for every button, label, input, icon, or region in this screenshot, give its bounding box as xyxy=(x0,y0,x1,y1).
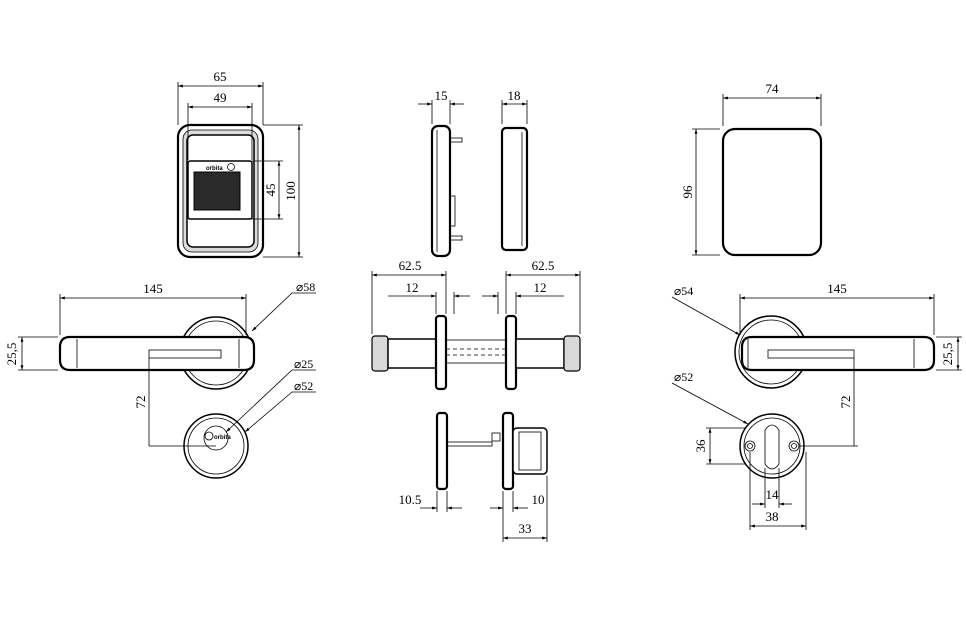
dim-handle-length: 145 xyxy=(143,281,163,296)
reader-side-views: 15 18 xyxy=(418,88,529,258)
reader-front-view: orbita 65 49 45 100 xyxy=(176,69,303,259)
dim-reader-height: 100 xyxy=(283,181,298,201)
handle-right-view: 145 25,5 72 ⌀54 ⌀52 36 14 38 xyxy=(671,281,962,530)
dim-window-width: 49 xyxy=(214,90,227,105)
dim-right-handle-height: 25,5 xyxy=(940,343,955,366)
dim-thumb-total: 33 xyxy=(519,521,532,536)
dim-thumb-plate: 10.5 xyxy=(399,492,422,507)
dim-rose-diameter: ⌀58 xyxy=(296,280,315,294)
back-plate-view: 74 96 xyxy=(680,81,823,257)
dim-thumb-knob: 10 xyxy=(532,492,545,507)
dim-side-right-depth: 18 xyxy=(508,88,521,103)
dim-right-handle-drop: 72 xyxy=(838,396,853,409)
dim-side-left-length: 62.5 xyxy=(399,258,422,273)
dim-side-right-neck: 12 xyxy=(534,280,547,295)
thumbturn-side-view: 10.5 10 33 xyxy=(399,411,548,542)
dim-window-height: 45 xyxy=(263,184,278,197)
dim-right-escutcheon-width: 38 xyxy=(766,509,779,524)
dim-keyhole-width: 14 xyxy=(766,487,780,502)
dim-right-rose-diameter: ⌀54 xyxy=(674,284,693,298)
dim-plate-height: 96 xyxy=(680,185,695,199)
dim-keyhole-height: 36 xyxy=(693,439,708,453)
dim-cylinder-diameter: ⌀25 xyxy=(294,357,313,371)
handle-side-view: 62.5 62.5 12 12 xyxy=(371,258,581,391)
dim-right-escutcheon-diameter: ⌀52 xyxy=(674,370,693,384)
dim-handle-drop: 72 xyxy=(133,396,148,409)
dim-escutcheon-diameter: ⌀52 xyxy=(294,379,313,393)
escutcheon-brand-text: orbita xyxy=(214,435,231,441)
dim-side-left-neck: 12 xyxy=(406,280,419,295)
dim-side-left-depth: 15 xyxy=(435,88,448,103)
dim-right-handle-length: 145 xyxy=(827,281,847,296)
reader-brand-text: orbita xyxy=(206,166,223,172)
dim-handle-height: 25,5 xyxy=(4,343,19,366)
dim-reader-width: 65 xyxy=(214,69,227,84)
handle-left-view: orbita 145 25,5 72 ⌀58 ⌀25 ⌀52 xyxy=(4,280,316,479)
dim-plate-width: 74 xyxy=(766,81,780,96)
dim-side-right-length: 62.5 xyxy=(532,258,555,273)
